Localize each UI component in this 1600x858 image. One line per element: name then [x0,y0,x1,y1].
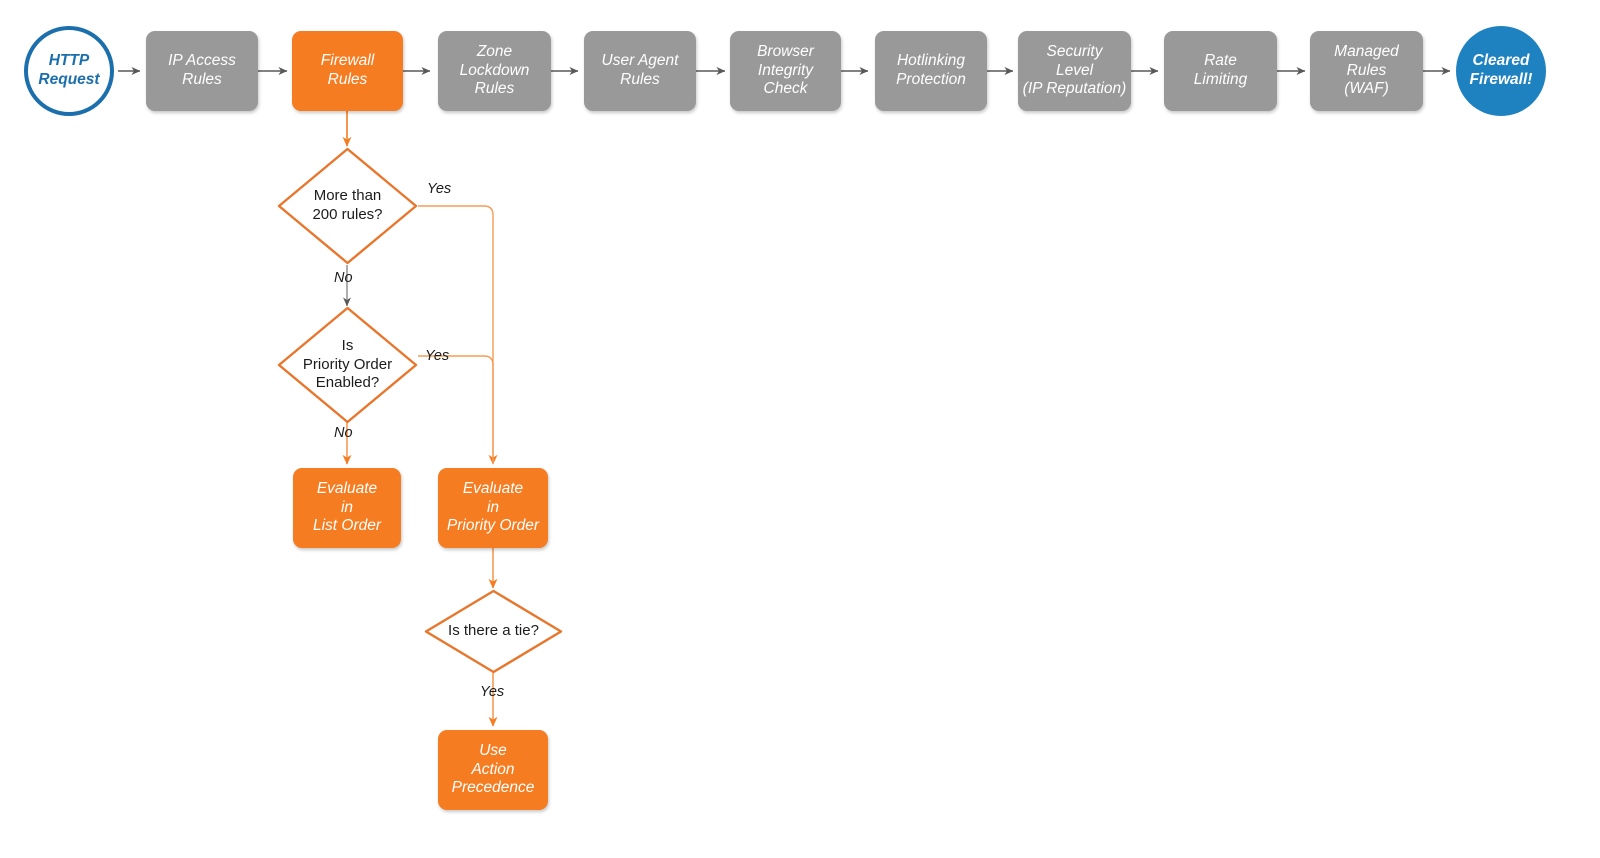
edge-label-rules-no: No [334,270,353,286]
node-is-priority-order-enabled[interactable]: Is Priority Order Enabled? [277,306,418,424]
node-rate-limiting[interactable]: Rate Limiting [1164,31,1277,111]
node-label: Cleared Firewall! [1469,52,1533,88]
node-is-there-a-tie[interactable]: Is there a tie? [424,589,563,674]
node-label: More than 200 rules? [312,187,383,223]
node-browser-integrity-check[interactable]: Browser Integrity Check [730,31,841,111]
edge-label-priority-no: No [334,425,353,441]
node-zone-lockdown-rules[interactable]: Zone Lockdown Rules [438,31,551,111]
node-label: IP Access Rules [168,52,236,88]
node-evaluate-in-list-order[interactable]: Evaluate in List Order [293,468,401,548]
node-cleared-firewall[interactable]: Cleared Firewall! [1456,26,1546,116]
diamond-shape [277,306,418,424]
node-security-level[interactable]: Security Level (IP Reputation) [1018,31,1131,111]
node-label: Browser Integrity Check [757,42,814,98]
node-hotlinking-protection[interactable]: Hotlinking Protection [875,31,987,111]
node-user-agent-rules[interactable]: User Agent Rules [584,31,696,111]
node-label: Security Level (IP Reputation) [1022,42,1127,98]
node-label: Evaluate in Priority Order [446,479,540,535]
node-label: Is there a tie? [448,622,539,640]
node-label: HTTP Request [38,52,100,88]
node-label: Evaluate in List Order [312,479,382,535]
node-label: Zone Lockdown Rules [459,42,530,98]
node-label: Hotlinking Protection [896,52,966,88]
node-ip-access-rules[interactable]: IP Access Rules [146,31,258,111]
edge-label-tie-yes: Yes [480,684,505,700]
node-evaluate-in-priority-order[interactable]: Evaluate in Priority Order [438,468,548,548]
node-label: Firewall Rules [320,52,375,88]
node-firewall-rules[interactable]: Firewall Rules [292,31,403,111]
node-http-request[interactable]: HTTP Request [24,26,114,116]
node-label: Use Action Precedence [451,741,535,797]
node-label: Is Priority Order Enabled? [302,336,393,392]
node-label: Managed Rules (WAF) [1334,42,1399,98]
node-label: Rate Limiting [1193,52,1248,88]
node-label: User Agent Rules [601,52,679,88]
node-managed-rules-waf[interactable]: Managed Rules (WAF) [1310,31,1423,111]
node-more-than-200-rules[interactable]: More than 200 rules? [277,147,418,265]
diamond-shape [424,589,563,674]
node-use-action-precedence[interactable]: Use Action Precedence [438,730,548,810]
edge-label-rules-yes: Yes [427,181,452,197]
edge-label-priority-yes: Yes [425,348,450,364]
diamond-shape [277,147,418,265]
